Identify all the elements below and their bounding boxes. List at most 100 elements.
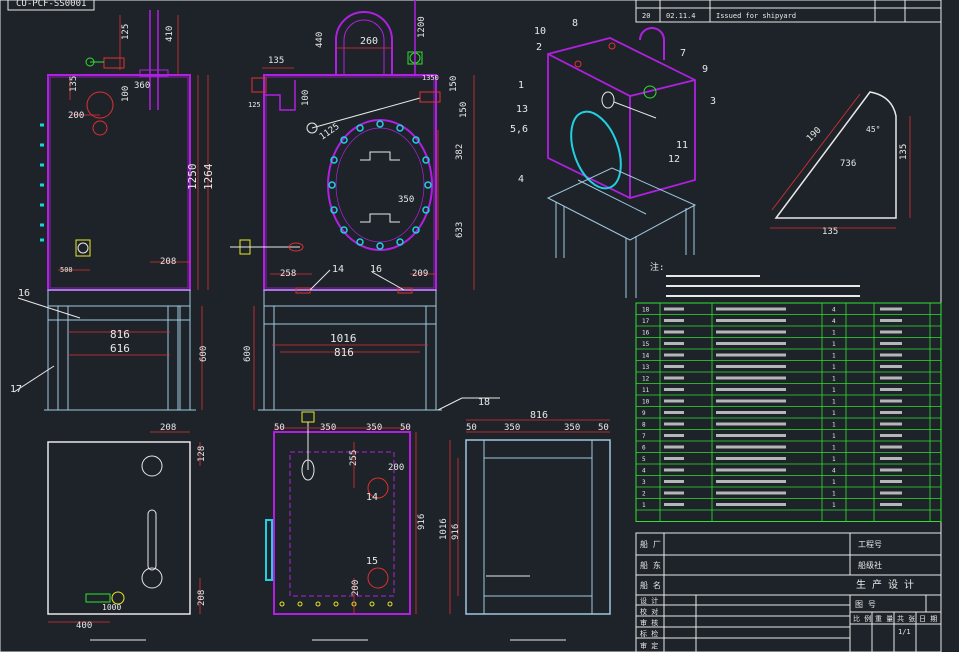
table-row-qty: 4 (832, 468, 836, 475)
table-text-bar (664, 399, 684, 403)
dim: 208 (197, 590, 207, 606)
vent-pipe (149, 10, 159, 75)
dim: 1250 (186, 164, 199, 191)
dim: 916 (451, 524, 461, 540)
side-view (230, 0, 475, 411)
table-row-no: 14 (642, 353, 650, 360)
table-text-bar (716, 457, 786, 460)
notes-label: 注: (650, 261, 664, 273)
dim: 190 (805, 126, 824, 145)
plan-b (265, 411, 417, 615)
drawing-label: CU-PCF-SS0001 (16, 0, 86, 9)
dim: 135 (822, 227, 838, 237)
rev-no: 20 (642, 12, 650, 20)
dim: 200 (351, 580, 361, 596)
side-tank-body (263, 74, 437, 291)
table-text-bar (664, 445, 684, 449)
table-text-bar (664, 480, 684, 483)
table-text-bar (880, 468, 902, 472)
dim: 633 (455, 222, 465, 238)
table-text-bar (664, 422, 684, 426)
table-row-no: 7 (642, 433, 646, 440)
dim: 1016 (439, 518, 449, 540)
dim: 135 (268, 56, 284, 66)
table-row-no: 13 (642, 364, 650, 371)
table-row-no: 12 (642, 376, 650, 383)
table-text-bar (716, 399, 786, 403)
table-row-no: 11 (642, 387, 650, 394)
dim: 125 (248, 101, 261, 109)
iso-label: 11 (676, 140, 688, 151)
table-row-qty: 1 (832, 399, 836, 406)
dim: 255 (349, 450, 359, 466)
iso-label: 10 (534, 26, 546, 37)
dim: 45° (866, 125, 880, 134)
table-text-bar (716, 434, 786, 437)
callout-18: 18 (478, 397, 490, 408)
table-text-bar (664, 388, 684, 391)
iso-label: 8 (572, 18, 578, 29)
table-text-bar (880, 434, 902, 437)
dim: 200 (388, 463, 404, 473)
callout-14: 14 (332, 264, 344, 275)
dim: 1200 (417, 16, 427, 38)
table-text-bar (664, 330, 684, 334)
table-row-qty: 1 (832, 422, 836, 429)
table-text-bar (880, 503, 902, 506)
table-row-qty: 1 (832, 364, 836, 371)
title-block (635, 532, 942, 652)
dim: 350 (504, 423, 520, 433)
notes-lines (666, 275, 860, 297)
table-text-bar (880, 342, 902, 345)
front-stand-top (47, 289, 191, 307)
dim: 600 (243, 346, 253, 362)
dim: 382 (455, 144, 465, 160)
role-approve: 审 定 (640, 641, 658, 650)
role-check: 校 对 (640, 607, 658, 616)
front-studs (40, 123, 44, 242)
dim: 816 (530, 410, 548, 421)
iso-label: 2 (536, 42, 542, 53)
table-text-bar (716, 376, 786, 380)
iso-tank (547, 37, 696, 199)
dim: 258 (280, 269, 296, 279)
role-design: 设 计 (640, 596, 658, 605)
table-row-no: 9 (642, 410, 646, 417)
table-text-bar (880, 445, 902, 449)
table-text-bar (664, 353, 684, 357)
dim: 260 (360, 36, 378, 47)
iso-label: 5,6 (510, 124, 528, 135)
table-row-qty: 1 (832, 410, 836, 417)
table-row-no: 15 (642, 341, 650, 348)
side-manhole (327, 119, 433, 251)
dim: 1350 (422, 74, 439, 82)
table-text-bar (664, 411, 684, 414)
iso-label: 1 (518, 80, 524, 91)
table-text-bar (716, 480, 786, 483)
table-text-bar (716, 365, 786, 368)
table-text-bar (880, 376, 902, 380)
dim: 208 (160, 257, 176, 267)
table-text-bar (716, 445, 786, 449)
table-text-bar (664, 457, 684, 460)
table-row-qty: 1 (832, 330, 836, 337)
project-no-label: 工程号 (858, 540, 882, 549)
sheets-label: 共 张 (897, 614, 915, 623)
bracket-dims: 190 45° 135 135 736 (805, 125, 909, 237)
table-row-no: 1 (642, 502, 646, 509)
dim: 440 (315, 32, 325, 48)
rev-desc: Issued for shipyard (716, 12, 796, 20)
table-text-bar (716, 491, 786, 495)
shipyard-label: 船 厂 (640, 539, 661, 549)
dim: 1016 (330, 332, 357, 345)
table-text-bar (880, 388, 902, 391)
dim: 350 (398, 195, 414, 205)
table-text-bar (716, 422, 786, 426)
table-text-bar (880, 319, 902, 322)
plan-b-dims: 50 350 350 50 255 200 916 200 14 15 (274, 423, 427, 596)
dim: 1000 (102, 603, 121, 612)
table-row-no: 6 (642, 445, 646, 452)
dim: 135 (69, 76, 79, 92)
table-row-qty: 1 (832, 353, 836, 360)
